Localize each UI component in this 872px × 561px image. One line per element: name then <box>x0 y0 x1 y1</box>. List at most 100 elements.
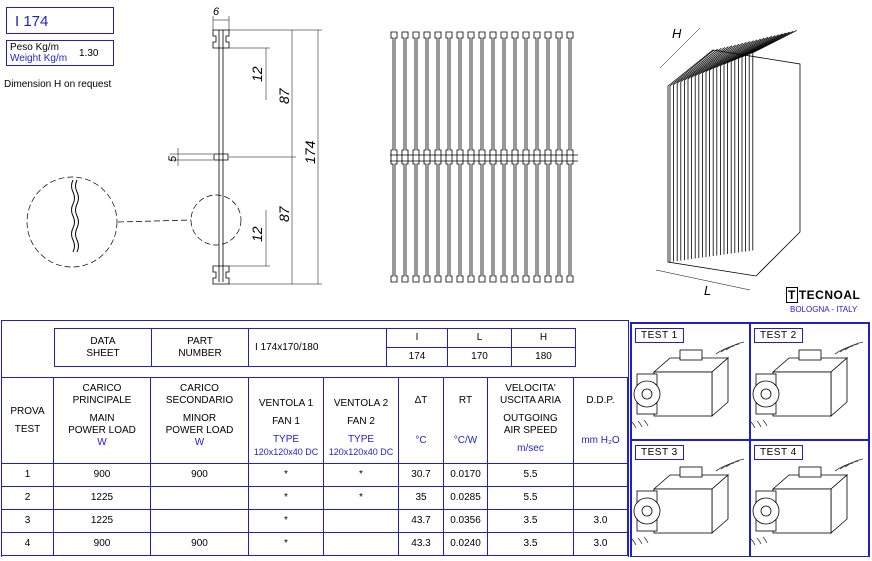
iso-fin <box>709 40 754 257</box>
airflow-arrow-in <box>756 537 762 545</box>
val-i: 174 <box>386 347 448 367</box>
airflow-arrow-out <box>715 345 735 355</box>
val-h: 180 <box>511 347 576 367</box>
test-1-illustration <box>631 341 745 429</box>
val-l: 170 <box>447 347 512 367</box>
load-block <box>798 466 822 478</box>
dim-87-bottom: 87 <box>276 205 292 222</box>
iso-fin <box>720 37 765 255</box>
test-3-label: TEST 3 <box>635 445 684 460</box>
airflow-arrow-out <box>839 460 859 470</box>
col-ddp: D.D.P.mm H₂O <box>573 377 628 464</box>
airflow-arrow-out <box>844 341 864 351</box>
airflow-arrow-in <box>631 538 637 546</box>
fin <box>412 31 420 283</box>
fin <box>511 31 519 283</box>
technical-drawing: 6 12 87 174 5 87 12 H L <box>26 6 801 298</box>
load-block <box>798 349 822 361</box>
dimension-labels: 6 12 87 174 5 87 12 <box>167 6 318 242</box>
airflow-arrow-out <box>715 462 735 472</box>
dim-5: 5 <box>167 155 179 162</box>
fin <box>434 31 442 283</box>
fan-hub <box>760 388 772 400</box>
load-block <box>679 466 703 478</box>
test-4-illustration <box>750 458 864 546</box>
airflow-arrow-in <box>643 419 649 427</box>
detail-circles <box>26 176 242 268</box>
iso-fin <box>694 43 740 259</box>
airflow-arrows <box>631 341 745 429</box>
iso-dim-h: H <box>672 26 682 41</box>
airflow-arrows <box>631 458 745 546</box>
col-i: I <box>386 328 448 348</box>
airflow-arrow-in <box>762 536 768 544</box>
airflow-arrows <box>750 341 864 429</box>
fin <box>566 31 574 283</box>
profile-section <box>212 29 230 285</box>
unit-front <box>653 488 713 534</box>
fin-array-front-view <box>390 31 578 283</box>
test-configurations-panel: TEST 1 TEST 2 TEST 3 TEST 4 <box>630 322 870 557</box>
detail-wave-2 <box>75 179 79 253</box>
iso-fin <box>698 42 744 258</box>
test-4-label: TEST 4 <box>754 445 803 460</box>
test-4-cell: TEST 4 <box>750 440 869 557</box>
airflow-arrow-out <box>720 460 740 470</box>
test-1-label: TEST 1 <box>635 328 684 343</box>
iso-fin <box>730 35 776 254</box>
iso-fin <box>748 30 794 251</box>
iso-fin <box>716 38 762 256</box>
col-delta-t: ΔT°C <box>398 377 444 464</box>
test-3-illustration <box>631 458 745 546</box>
airflow-arrow-in <box>750 421 756 429</box>
airflow-arrow-out <box>725 458 745 468</box>
test-3-cell: TEST 3 <box>631 440 750 557</box>
fin <box>467 31 475 283</box>
test-2-label: TEST 2 <box>754 328 803 343</box>
test-2-illustration <box>750 341 864 429</box>
weight-box: Peso Kg/m Weight Kg/m 1.30 <box>6 40 114 66</box>
fin <box>555 31 563 283</box>
airflow-arrow-out <box>834 462 854 472</box>
iso-fin <box>738 33 783 253</box>
airflow-arrow-in <box>762 419 768 427</box>
heatsink-fan-unit <box>633 349 730 417</box>
dim-87-top: 87 <box>276 87 292 104</box>
part-number-value: I 174x170/180 <box>248 328 387 367</box>
iso-fin <box>673 48 718 262</box>
airflow-arrow-in <box>637 420 643 428</box>
heatsink-fan-unit <box>633 466 730 534</box>
fin <box>423 31 431 283</box>
iso-fin <box>734 34 779 253</box>
logo-mark: T <box>786 287 798 303</box>
load-block <box>679 349 703 361</box>
fin <box>390 31 398 283</box>
dim-12-top: 12 <box>249 66 265 82</box>
dim-top: 6 <box>213 6 220 18</box>
col-h: H <box>511 328 576 348</box>
dimension-lines <box>170 16 322 285</box>
iso-fin <box>705 41 751 257</box>
fin <box>500 31 508 283</box>
unit-front <box>653 371 713 417</box>
iso-fin <box>723 36 769 255</box>
fin <box>544 31 552 283</box>
unit-front <box>772 488 832 534</box>
test-1-cell: TEST 1 <box>631 323 750 440</box>
airflow-arrows <box>750 458 864 546</box>
col-l: L <box>447 328 512 348</box>
iso-fin <box>676 47 722 261</box>
dim-12-bottom: 12 <box>249 226 265 242</box>
iso-fin <box>669 49 715 262</box>
airflow-arrow-out <box>725 341 745 351</box>
detail-wave <box>71 179 75 253</box>
fan-hub <box>641 388 653 400</box>
iso-fin <box>712 39 758 256</box>
